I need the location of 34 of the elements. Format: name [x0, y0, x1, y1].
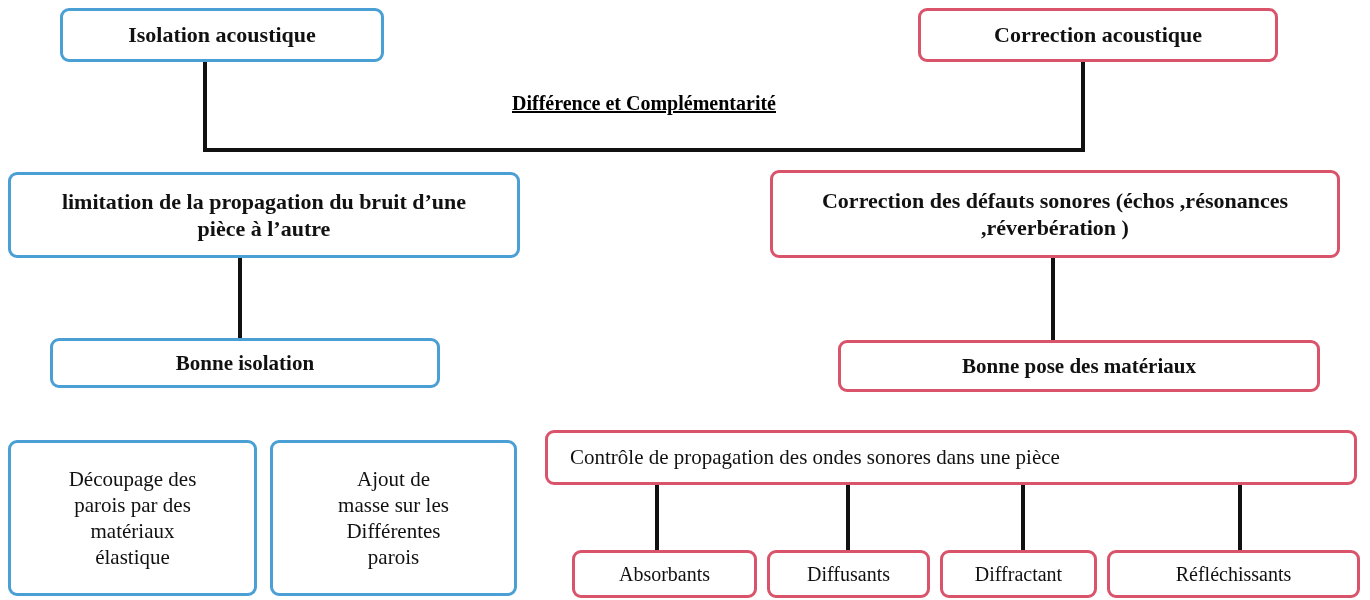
box-text: Ajout de masse sur les Différentes parois [337, 465, 450, 571]
text-box [8, 172, 520, 258]
box-text: Diffusants [807, 561, 890, 587]
text-box [1107, 550, 1360, 598]
text-box [50, 338, 440, 388]
connector-line [238, 258, 242, 338]
text-box [8, 440, 257, 596]
connector-line [1021, 485, 1025, 550]
text-box [918, 8, 1278, 62]
connector-line [655, 485, 659, 550]
box-text: Correction acoustique [994, 21, 1202, 49]
box-text: Diffractant [974, 561, 1063, 587]
box-text: Absorbants [618, 561, 711, 587]
text-box [770, 170, 1340, 258]
connector-line [1051, 258, 1055, 340]
box-text: Bonne isolation [175, 349, 315, 377]
text-box [545, 430, 1357, 485]
text-box [60, 8, 384, 62]
text-box [572, 550, 757, 598]
text-box [767, 550, 930, 598]
text-box [270, 440, 517, 596]
box-text: Contrôle de propagation des ondes sonores dans une pièce [570, 444, 1060, 471]
box-text: Découpage des parois par des matériaux élastique [67, 465, 198, 571]
connector-line [846, 485, 850, 550]
edge-label: Différence et Complémentarité [512, 92, 776, 115]
box-text: Correction des défauts sonores (échos ,résonances ,réverbération ) [821, 186, 1289, 242]
box-text: limitation de la propagation du bruit d’une pièce à l’autre [60, 187, 468, 243]
text-box [838, 340, 1320, 392]
box-text: Isolation acoustique [128, 21, 316, 49]
box-text: Bonne pose des matériaux [962, 352, 1196, 380]
text-box [940, 550, 1097, 598]
connector-line [203, 62, 1085, 152]
box-text: Réfléchissants [1175, 561, 1292, 587]
connector-line [1238, 485, 1242, 550]
